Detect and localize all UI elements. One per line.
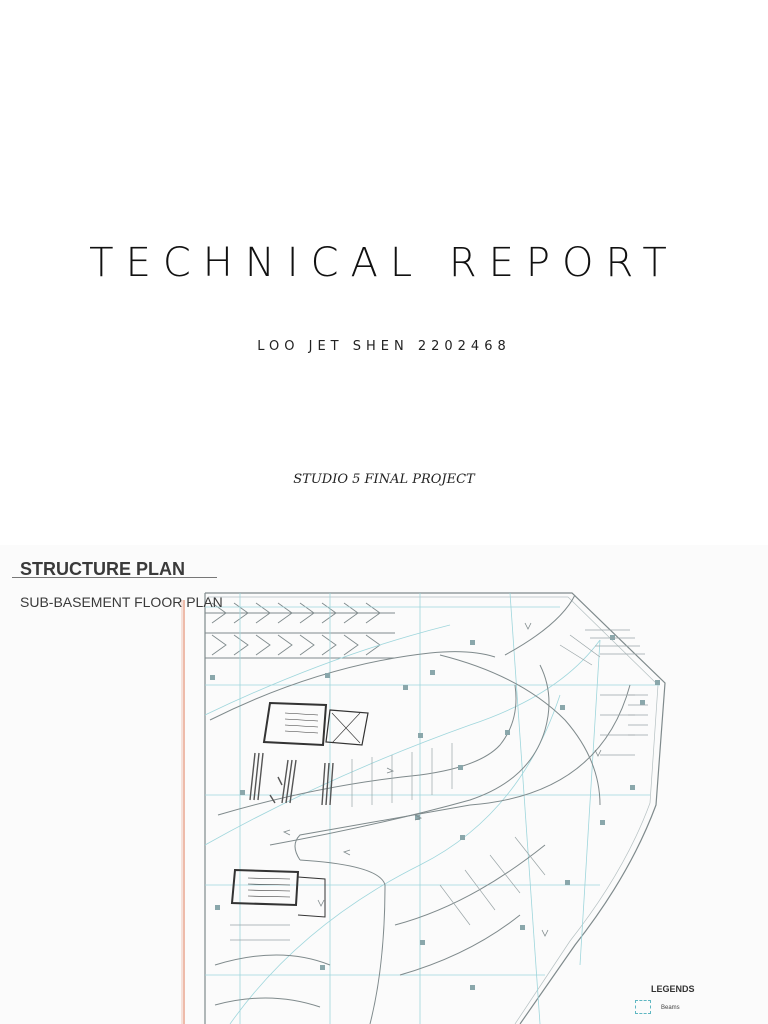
stair-core-upper [262, 701, 369, 747]
stair-core-lower [230, 868, 326, 918]
plan-subheading: SUB-BASEMENT FLOOR PLAN [20, 594, 223, 610]
structural-columns [210, 635, 660, 990]
building-outline [204, 592, 666, 1024]
project-subtitle: STUDIO 5 FINAL PROJECT [293, 472, 475, 487]
ramp-chevrons [205, 602, 395, 659]
author-line: LOO JET SHEN 2202468 [257, 339, 511, 354]
legend-title: LEGENDS [651, 984, 695, 994]
drive-aisles [209, 594, 631, 1024]
traffic-arrows [282, 622, 602, 937]
beams-legend-swatch [635, 1000, 651, 1014]
plan-heading: STRUCTURE PLAN [20, 559, 185, 579]
parking-stalls [230, 634, 635, 941]
heading-underline [12, 577, 217, 578]
building-outline-inner [208, 596, 659, 1024]
service-ramp [585, 629, 648, 736]
structure-plan-page: STRUCTURE PLAN SUB-BASEMENT FLOOR PLAN L… [0, 545, 768, 1024]
cover-page: TECHNICAL REPORT LOO JET SHEN 2202468 ST… [89, 240, 679, 487]
hatched-walls [249, 752, 334, 806]
floor-plan-drawing [181, 592, 666, 1024]
report-title: TECHNICAL REPORT [89, 240, 679, 286]
beams-legend-label: Beams [661, 1005, 680, 1011]
